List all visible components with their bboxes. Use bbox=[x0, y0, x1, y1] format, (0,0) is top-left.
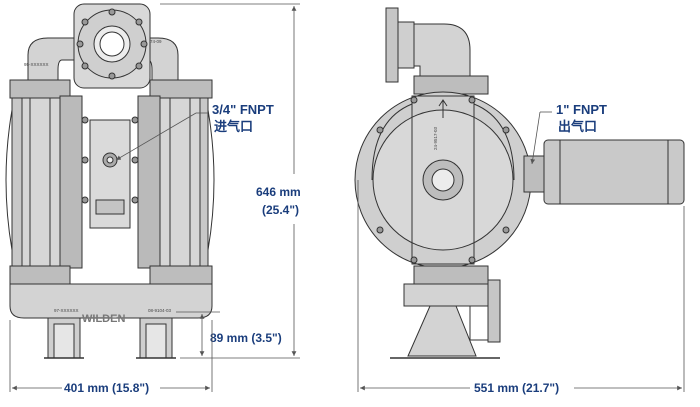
inlet-height-label: 89 mm (3.5") bbox=[210, 331, 282, 345]
side-muffler bbox=[523, 139, 685, 205]
front-discharge-manifold bbox=[9, 3, 213, 99]
air-outlet-cn-label: 出气口 bbox=[558, 119, 597, 134]
height-mm-label: 646 mm bbox=[256, 185, 301, 199]
air-inlet-size-label: 3/4" FNPT bbox=[212, 102, 274, 117]
side-view bbox=[354, 7, 685, 359]
front-inlet-manifold bbox=[9, 265, 213, 359]
front-view bbox=[5, 3, 215, 359]
side-pump-body bbox=[354, 91, 532, 269]
side-discharge-elbow bbox=[385, 7, 489, 95]
side-width-label: 551 mm (21.7") bbox=[474, 381, 559, 395]
front-left-chamber bbox=[5, 95, 83, 269]
air-outlet-callout: 1" FNPT 出气口 bbox=[530, 102, 607, 165]
height-in-label: (25.4") bbox=[262, 203, 299, 217]
part-mark-side: 24-9517-03 bbox=[433, 126, 438, 150]
height-dimension bbox=[160, 3, 300, 359]
side-inlet-foot bbox=[390, 265, 501, 359]
part-mark-top-left: 95-XXXXXX bbox=[24, 62, 49, 67]
inlet-height-dimension bbox=[176, 311, 220, 356]
part-mark-top-right: 74-09 bbox=[150, 39, 162, 44]
brand-logo: WILDEN bbox=[82, 313, 125, 325]
front-center-section bbox=[81, 116, 139, 229]
front-right-chamber bbox=[137, 95, 215, 269]
part-mark-bottom-right: 08-9104-03 bbox=[148, 308, 172, 313]
air-inlet-cn-label: 进气口 bbox=[214, 119, 253, 134]
air-outlet-size-label: 1" FNPT bbox=[556, 102, 607, 117]
side-width-dimension bbox=[357, 180, 685, 392]
front-width-dimension bbox=[9, 320, 213, 392]
part-mark-bottom-left: 97-XXXXXX bbox=[54, 308, 79, 313]
front-width-label: 401 mm (15.8") bbox=[64, 381, 149, 395]
air-inlet-callout: 3/4" FNPT 进气口 bbox=[115, 102, 274, 161]
